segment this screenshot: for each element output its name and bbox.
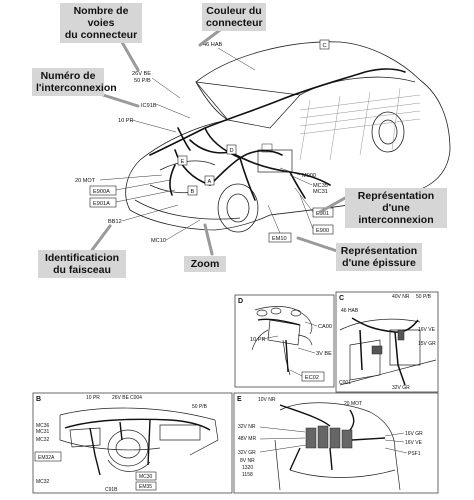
car-connector-tags: E D A C B (177, 39, 330, 196)
main-diagram-labels: 46 HAB 26V BE 50 P/B IC91B 10 PR 20 MOT … (75, 42, 328, 244)
label-m000: M000 (302, 173, 316, 179)
tag-b: B (191, 189, 195, 195)
panel-d-ca00: CA00 (318, 324, 332, 330)
panel-b-mc36: MC36 (36, 423, 50, 429)
label-leader-lines (99, 47, 314, 241)
panel-e-16v-ve: 16V VE (405, 440, 423, 446)
panel-c: C 40V NR 50 P/B 46 HAB 16V VE 15V GR C00… (335, 291, 439, 393)
callout-numero-interconnexion: Numéro de l'interconnexion (32, 68, 117, 96)
label-26v-be: 26V BE (132, 71, 151, 77)
panel-c-c001: C001 (339, 380, 351, 386)
callout-nombre-voies: Nombre de voies du connecteur (60, 3, 142, 43)
panel-e-20-mot: 20 MOT (344, 401, 362, 407)
panel-b-c91b: C91B (105, 487, 118, 493)
panel-e-1158: 1158 (242, 472, 253, 478)
label-20-mot: 20 MOT (75, 178, 96, 184)
label-mc10: MC10 (151, 238, 166, 244)
panel-e-16v-gr: 16V GR (405, 431, 423, 437)
tag-e: E (181, 159, 185, 165)
panel-c-46-hab: 46 HAB (341, 308, 359, 314)
panel-e-48v-mr: 48V MR (238, 436, 256, 442)
label-50-pb: 50 P/B (134, 78, 151, 84)
tag-c: C (323, 43, 327, 49)
panel-c-16v-ve: 16V VE (418, 327, 436, 333)
panel-d-10-pr: 10 PR (250, 337, 266, 343)
panel-b: B 10 PR 26V BE C004 50 P/B MC36 MC31 MC3… (32, 392, 233, 494)
callout-leaders (90, 28, 347, 256)
callout-identification-faisceau: Identificaticion du faisceau (38, 250, 126, 278)
main-boxed-labels: E900A E901A E901 E900 EM10 (89, 185, 334, 243)
label-mc35: MC35 (313, 183, 328, 189)
panel-b-c004: C004 (130, 395, 142, 401)
panel-c-letter: C (339, 295, 344, 302)
panel-e-letter: E (237, 396, 242, 403)
callout-representation-epissure: Représentation d'une épissure (336, 243, 422, 271)
tag-d: D (230, 148, 234, 154)
panel-e: E 10V NR 20 MOT 32V NR 48V MR 32V GR 8V … (233, 392, 439, 494)
panel-c-50-pb: 50 P/B (416, 294, 432, 300)
label-bb12: BB12 (108, 219, 122, 225)
panel-c-32v-gr: 32V GR (392, 385, 410, 391)
panel-d-ec02: EC02 (305, 375, 319, 381)
label-e901: E901 (316, 211, 329, 217)
label-46-hab: 46 HAB (203, 42, 223, 48)
panel-e-32v-gr: 32V GR (238, 450, 256, 456)
panel-e-32v-nr: 32V NR (238, 424, 256, 430)
panel-b-10-pr: 10 PR (86, 395, 100, 401)
panel-b-mc30: MC30 (139, 474, 153, 480)
panel-d-letter: D (238, 298, 243, 305)
panel-d-3v-be: 3V BE (316, 351, 332, 357)
label-e900: E900 (316, 228, 329, 234)
panel-e-psf1: PSF1 (408, 451, 421, 457)
panel-d: D CA00 10 PR 3V BE EC02 (234, 294, 335, 388)
panel-c-15v-gr: 15V GR (418, 341, 436, 347)
panel-b-letter: B (36, 396, 41, 403)
label-e901a: E901A (93, 201, 110, 207)
label-em10: EM10 (272, 236, 287, 242)
panel-b-em35: EM35 (139, 484, 152, 490)
panel-e-1320: 1320 (242, 465, 253, 471)
panel-b-26v-be: 26V BE (112, 395, 130, 401)
panel-b-mc32-lower: MC32 (36, 479, 50, 485)
callout-zoom: Zoom (184, 256, 226, 272)
panel-b-em32a: EM32A (38, 455, 55, 461)
panel-c-40v-nr: 40V NR (392, 294, 410, 300)
panel-b-50-pb: 50 P/B (192, 404, 208, 410)
label-e900a: E900A (93, 189, 110, 195)
panel-b-mc32: MC32 (36, 437, 50, 443)
callout-couleur: Couleur du connecteur (202, 3, 266, 31)
callout-representation-interconnexion: Représentation d'une interconnexion (345, 188, 447, 228)
label-mc31: MC31 (313, 189, 328, 195)
label-ic91b: IC91B (141, 103, 157, 109)
panel-e-10v-nr: 10V NR (258, 397, 276, 403)
label-10-pr: 10 PR (118, 118, 134, 124)
panel-b-mc31: MC31 (36, 429, 50, 435)
panel-e-8v-nr: 8V NR (240, 458, 255, 464)
wiring-harness (149, 68, 406, 201)
tag-a: A (208, 179, 212, 185)
